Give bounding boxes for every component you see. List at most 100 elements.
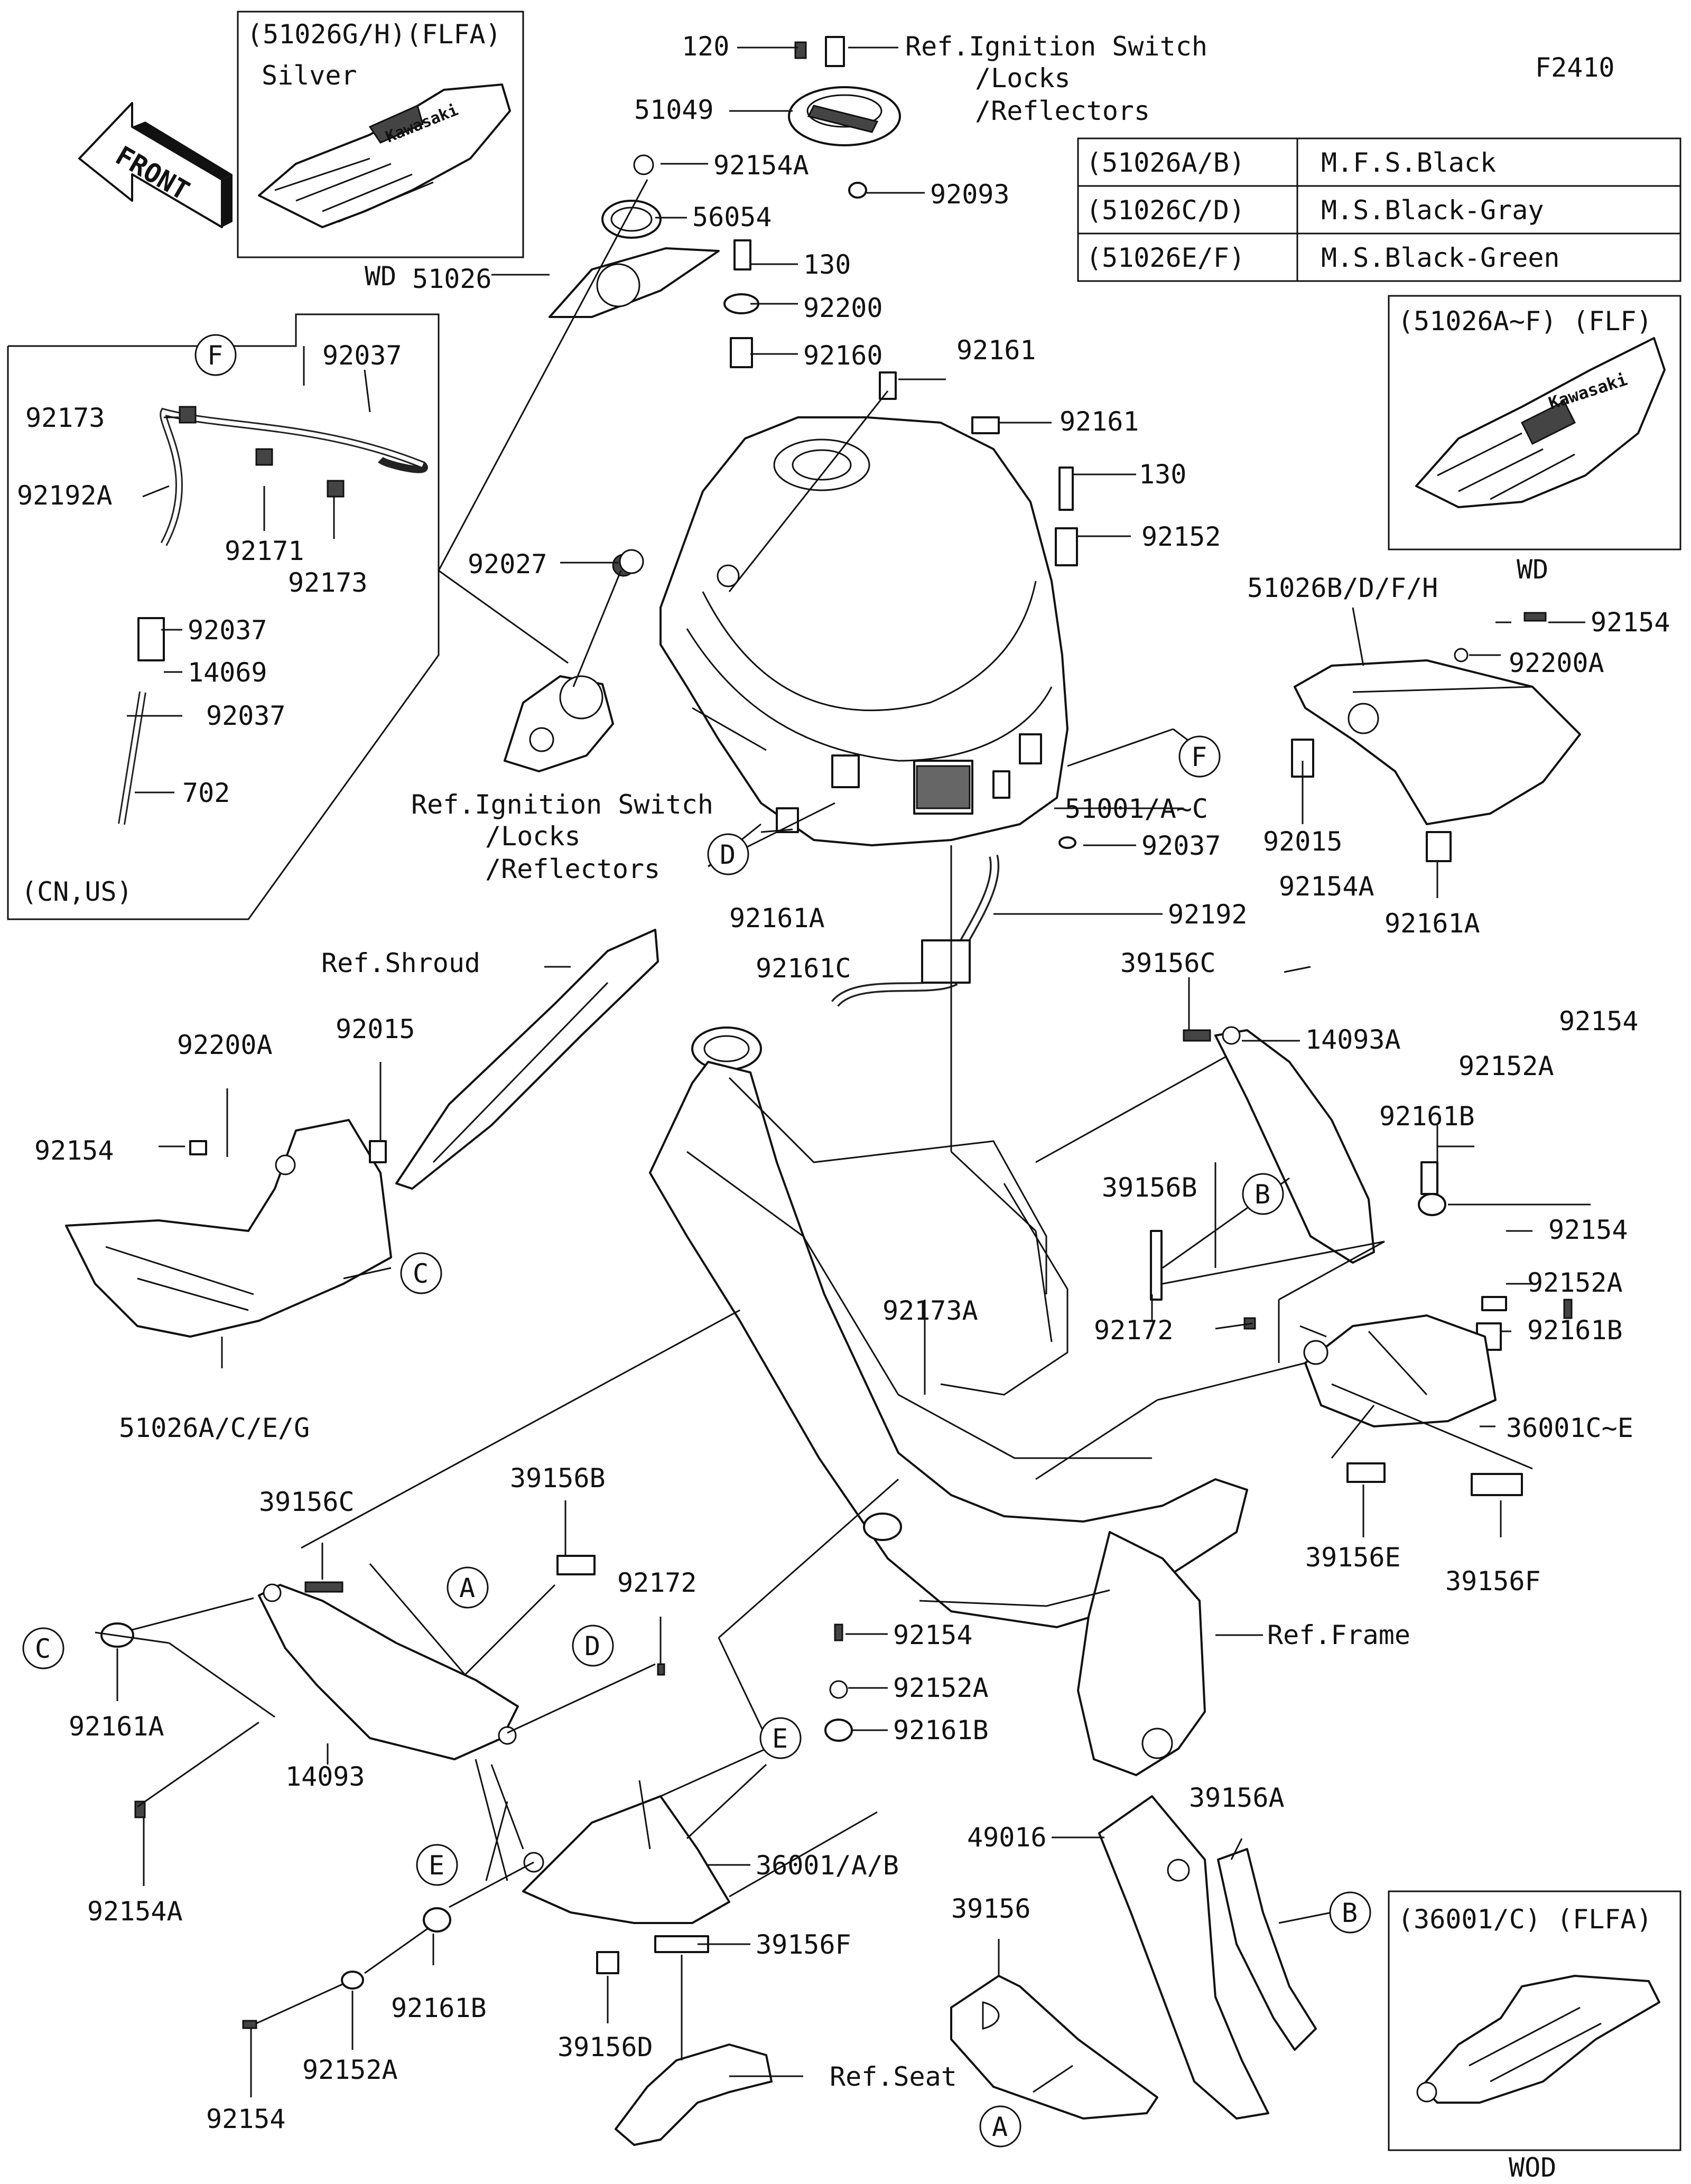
part-39156f-right: 39156F xyxy=(1445,1566,1541,1597)
callout-f-1: F xyxy=(207,340,223,371)
part-92160: 92160 xyxy=(803,340,883,371)
color-table-code-1: (51026A/B) xyxy=(1086,147,1245,178)
callout-c-1: C xyxy=(413,1258,429,1289)
color-table: (51026A/B) M.F.S.Black (51026C/D) M.S.Bl… xyxy=(1077,137,1681,282)
part-92037-d: 92037 xyxy=(1141,830,1221,861)
part-51026: 51026 xyxy=(412,264,492,294)
inset-flfa-top-color: Silver xyxy=(262,60,357,91)
fuel-cap-cluster xyxy=(438,36,901,772)
part-51026a: 51026A/C/E/G xyxy=(119,1413,310,1443)
part-92161-b: 92161 xyxy=(1060,406,1139,437)
part-92027: 92027 xyxy=(468,549,547,580)
inset-flfa-top-title: (51026G/H)(FLFA) xyxy=(247,19,501,50)
front-arrow: FRONT xyxy=(78,102,233,228)
bottom-right-panels xyxy=(950,1795,1317,2120)
part-92154-bottom: 92154 xyxy=(206,2104,286,2134)
ref-ignition-mid-1: Ref.Ignition Switch xyxy=(411,789,713,820)
part-36001c: 36001C~E xyxy=(1506,1413,1633,1443)
callout-f-2: F xyxy=(1191,742,1207,772)
part-92152a-bottom: 92152A xyxy=(302,2055,398,2085)
part-92173-a: 92173 xyxy=(25,403,105,433)
part-92161b-bottom: 92161B xyxy=(391,1993,487,2023)
inset-flfa-bottom: (36001/C) (FLFA) WOD xyxy=(1388,1890,1681,2183)
part-39156b-left: 39156B xyxy=(510,1463,606,1494)
part-92172-right: 92172 xyxy=(1094,1315,1174,1346)
part-51049: 51049 xyxy=(634,95,714,125)
part-92173-b: 92173 xyxy=(288,567,368,598)
leader-lines xyxy=(95,46,1591,2097)
part-39156c-right: 39156C xyxy=(1120,948,1216,978)
part-92161b-right-2: 92161B xyxy=(1527,1315,1623,1346)
part-92200: 92200 xyxy=(803,293,883,323)
part-92154-right-top: 92154 xyxy=(1591,607,1670,638)
part-51001: 51001/A~C xyxy=(1065,794,1208,824)
part-39156: 39156 xyxy=(951,1893,1031,1924)
panel-36001c xyxy=(1303,1314,1523,1496)
left-side-cover xyxy=(65,1119,392,1338)
right-lower-cover xyxy=(1150,1026,1573,1351)
callout-d-2: D xyxy=(584,1631,600,1662)
ref-labels: Ref.Ignition Switch /Locks /Reflectors R… xyxy=(321,31,1410,2092)
part-92192: 92192 xyxy=(1168,899,1248,930)
breather-box: (CN,US) xyxy=(7,313,440,920)
part-39156a: 39156A xyxy=(1189,1782,1285,1813)
callouts: F F D D B B C C A A E E xyxy=(22,334,1371,2148)
part-39156b-right: 39156B xyxy=(1102,1172,1197,1203)
part-92161a-left: 92161A xyxy=(69,1711,164,1742)
part-labels: 120 51049 92154A 92093 56054 51026 130 9… xyxy=(17,31,1670,2134)
callout-b-1: B xyxy=(1255,1179,1270,1210)
part-92161b-mid: 92161B xyxy=(893,1715,989,1746)
part-92015-right: 92015 xyxy=(1263,826,1343,857)
shroud-ref xyxy=(395,929,659,1190)
part-92161a-top: 92161A xyxy=(729,903,825,934)
right-cover xyxy=(1291,612,1581,862)
lower-left-cover xyxy=(100,1555,665,1818)
part-120: 120 xyxy=(682,31,729,62)
part-92192a: 92192A xyxy=(17,480,113,511)
part-49016: 49016 xyxy=(967,1822,1047,1853)
part-56054: 56054 xyxy=(692,202,772,232)
part-92161b-right-1: 92161B xyxy=(1379,1101,1475,1132)
callout-e-1: E xyxy=(772,1723,788,1754)
ref-frame: Ref.Frame xyxy=(1267,1620,1410,1650)
part-39156c-left: 39156C xyxy=(259,1487,355,1517)
figure-code: F2410 xyxy=(1535,52,1615,83)
callout-d-1: D xyxy=(720,839,736,870)
part-92152a-mid: 92152A xyxy=(893,1673,989,1703)
ref-shroud: Ref.Shroud xyxy=(321,948,480,978)
part-92037-c: 92037 xyxy=(206,701,286,731)
part-92161-a: 92161 xyxy=(956,335,1036,366)
part-130-top: 130 xyxy=(803,249,851,280)
ref-seat: Ref.Seat xyxy=(830,2061,957,2092)
part-14093: 14093 xyxy=(285,1761,365,1792)
color-table-color-3: M.S.Black-Green xyxy=(1321,242,1560,273)
inset-flfa-top-note: WD xyxy=(365,261,396,292)
part-92152a-right-2: 92152A xyxy=(1527,1267,1623,1298)
part-92154-left: 92154 xyxy=(34,1135,114,1166)
color-table-color-1: M.F.S.Black xyxy=(1321,147,1496,178)
ref-ignition-top-2: /Locks xyxy=(975,63,1071,94)
part-39156d: 39156D xyxy=(558,2032,653,2062)
part-92154a-left: 92154A xyxy=(87,1896,183,1927)
color-table-color-2: M.S.Black-Gray xyxy=(1321,195,1544,226)
callout-e-2: E xyxy=(429,1850,444,1881)
part-92154a-right: 92154A xyxy=(1279,871,1374,902)
part-51026b: 51026B/D/F/H xyxy=(1247,573,1438,603)
ref-ignition-mid-2: /Locks xyxy=(485,821,581,852)
part-130-right: 130 xyxy=(1139,459,1186,490)
part-39156e: 39156E xyxy=(1305,1542,1401,1573)
part-92093: 92093 xyxy=(930,179,1010,210)
part-92173a: 92173A xyxy=(882,1295,978,1326)
part-14069: 14069 xyxy=(188,657,267,688)
bottom-center xyxy=(242,1623,853,2146)
part-92154-right-2: 92154 xyxy=(1559,1006,1639,1037)
part-92015-left: 92015 xyxy=(336,1014,415,1044)
inset-flf-right-note: WD xyxy=(1517,554,1548,585)
frame-ref xyxy=(649,1026,1248,1776)
part-92154-right-3: 92154 xyxy=(1548,1215,1628,1245)
color-table-code-2: (51026C/D) xyxy=(1086,195,1245,226)
callout-a-1: A xyxy=(459,1573,475,1603)
inset-flfa-top: (51026G/H)(FLFA) Silver Kawasaki WD xyxy=(237,11,524,292)
inset-flfa-bottom-title: (36001/C) (FLFA) xyxy=(1398,1904,1652,1935)
part-92200a-left: 92200A xyxy=(177,1030,273,1060)
